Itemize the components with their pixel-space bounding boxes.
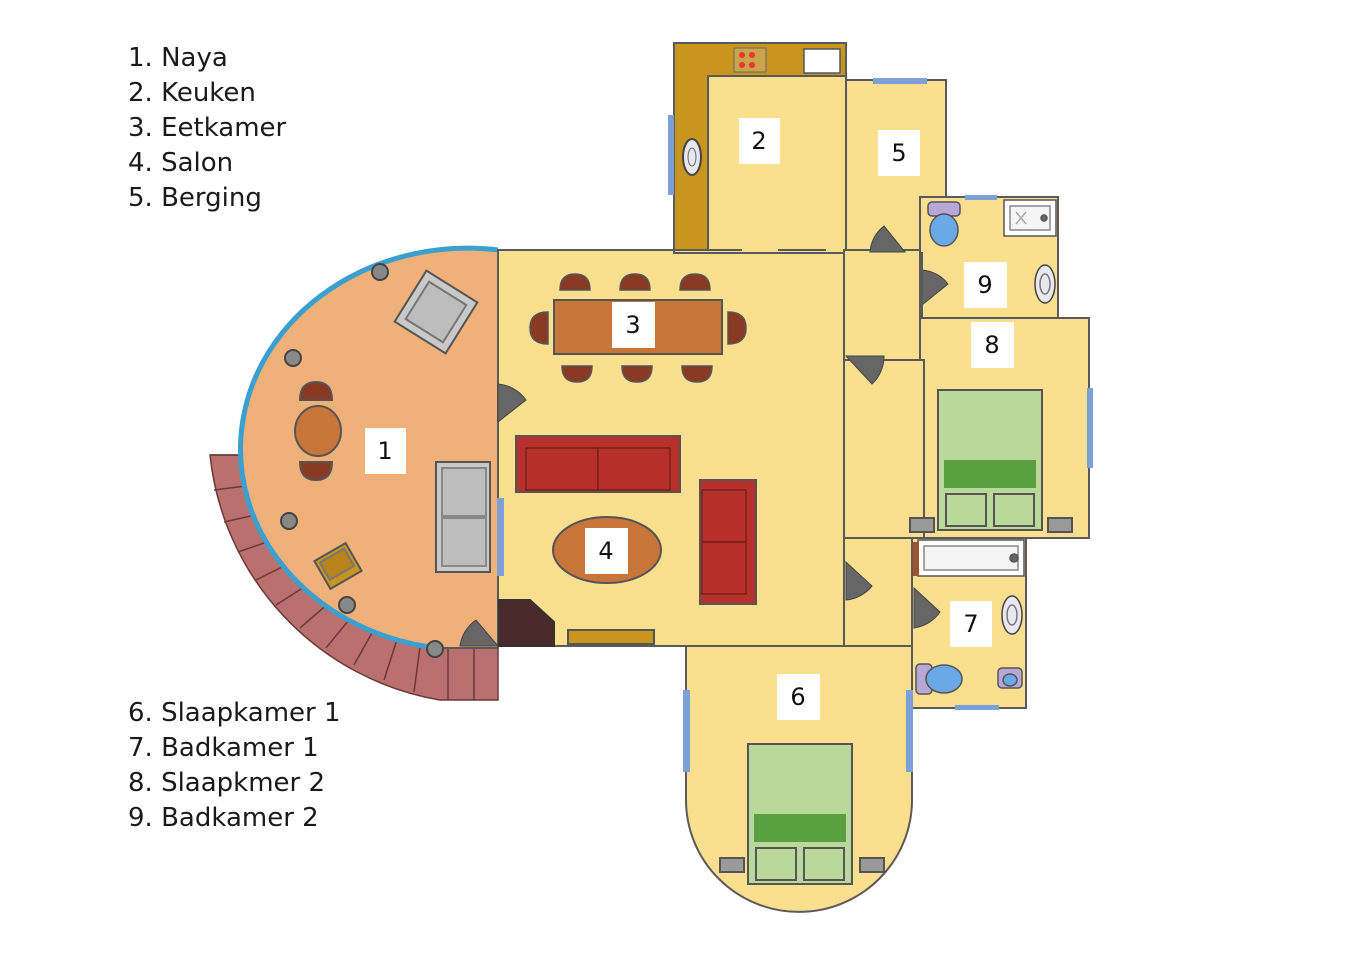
svg-text:5: 5: [891, 139, 906, 167]
legend-item: 4. Salon: [128, 148, 234, 178]
legend-item: 8. Slaapkmer 2: [128, 768, 326, 798]
room-label-4: 4: [585, 528, 628, 574]
room-label-6: 6: [777, 674, 820, 720]
legend-item: 6. Slaapkamer 1: [128, 698, 341, 728]
legend-item: 5. Berging: [128, 183, 262, 213]
salon-set: [498, 435, 757, 647]
svg-text:8: 8: [984, 331, 999, 359]
door-swings: [459, 225, 949, 647]
toilet-icon: [915, 663, 963, 695]
svg-text:2: 2: [751, 127, 766, 155]
room-label-3: 3: [612, 302, 655, 348]
legend-item: 7. Badkamer 1: [128, 733, 319, 763]
svg-text:7: 7: [963, 610, 978, 638]
legend-bottom: 6. Slaapkamer 1 7. Badkamer 1 8. Slaapkm…: [128, 696, 341, 836]
legend-item: 2. Keuken: [128, 78, 256, 108]
bathroom-2-fixtures: [927, 199, 1057, 304]
legend-item: 3. Eetkamer: [128, 113, 287, 143]
stove-icon: [733, 47, 767, 73]
naya-glass-wall: [237, 245, 499, 651]
fireplace: [498, 599, 555, 647]
room-label-1: 1: [365, 428, 406, 474]
svg-text:9: 9: [977, 271, 992, 299]
bidet-icon: [997, 667, 1023, 689]
washbasin-icon: [1034, 264, 1056, 304]
toilet-icon: [927, 201, 961, 247]
tv-cabinet: [567, 629, 655, 645]
naya-furniture: [294, 269, 491, 591]
svg-text:3: 3: [625, 311, 640, 339]
washbasin-icon: [1001, 595, 1023, 635]
room-label-9: 9: [964, 262, 1007, 308]
legend-item: 1. Naya: [128, 43, 228, 73]
fridge-icon: [803, 48, 841, 74]
room-label-7: 7: [950, 601, 992, 647]
bathroom-1-fixtures: [913, 539, 1025, 695]
room-label-2: 2: [739, 118, 780, 164]
kitchen-counter: [673, 42, 847, 251]
naya-posts: [280, 263, 444, 658]
room-label-5: 5: [878, 130, 920, 176]
svg-text:4: 4: [598, 537, 613, 565]
room-label-8: 8: [971, 322, 1014, 368]
svg-text:1: 1: [377, 437, 392, 465]
legend-item: 9. Badkamer 2: [128, 803, 319, 833]
bed-bedroom-1: [719, 743, 885, 885]
legend-top: 1. Naya 2. Keuken 3. Eetkamer 4. Salon 5…: [128, 41, 286, 216]
interior-walls: [708, 84, 923, 646]
room-labels: 1 2 3 4 5 6 7 8: [365, 118, 1014, 720]
svg-text:6: 6: [790, 683, 805, 711]
sink-icon: [682, 138, 702, 176]
windows: [497, 78, 1093, 772]
bed-bedroom-2: [909, 389, 1073, 533]
